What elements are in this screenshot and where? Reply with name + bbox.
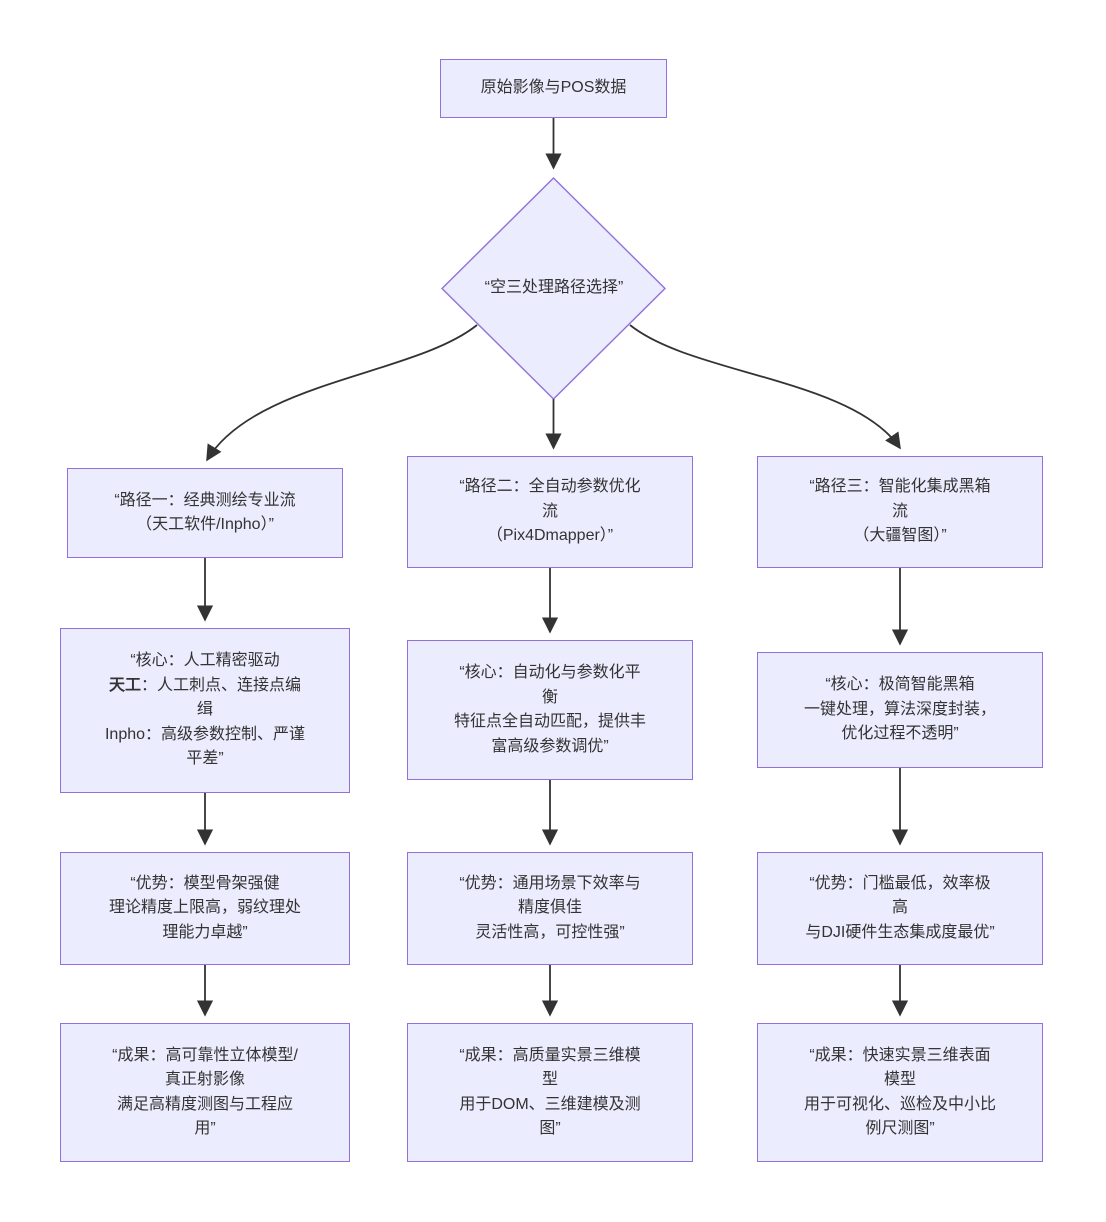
node-line: 特征点全自动匹配，提供丰: [453, 713, 646, 730]
node-line: “成果：高质量实景三维模: [459, 1046, 641, 1064]
node-line: 精度俱佳: [517, 899, 582, 917]
node-line: 型: [541, 1071, 558, 1088]
node-line: “核心：自动化与参数化平: [459, 664, 641, 681]
node-line: 用”: [194, 1120, 216, 1137]
node-res2: “成果：高质量实景三维模 型 用于DOM、三维建模及测 图”: [407, 1023, 693, 1162]
node-line: （天工软件/Inpho）”: [136, 516, 274, 533]
node-core1: “核心：人工精密驱动 天工：人工刺点、连接点编 缉 Inpho：高级参数控制、严…: [60, 628, 350, 793]
node-line: “优势：通用场景下效率与: [459, 874, 641, 892]
node-line: （Pix4Dmapper）”: [486, 527, 614, 545]
node-adv3: “优势：门槛最低，效率极 高 与DJI硬件生态集成度最优”: [757, 852, 1043, 965]
node-line: 用于可视化、巡检及中小比: [803, 1095, 996, 1113]
node-core2: “核心：自动化与参数化平 衡 特征点全自动匹配，提供丰 富高级参数调优”: [407, 640, 693, 780]
node-line: 真正射影像: [164, 1071, 245, 1088]
node-core3: “核心：极简智能黑箱 一键处理，算法深度封装， 优化过程不透明”: [757, 652, 1043, 768]
node-res3: “成果：快速实景三维表面 模型 用于可视化、巡检及中小比 例尺测图”: [757, 1023, 1043, 1162]
node-line: “成果：高可靠性立体模型/: [112, 1046, 298, 1064]
bold-text: 天工: [108, 676, 141, 694]
node-line: 优化过程不透明”: [841, 725, 959, 743]
node-path2-auto-param: “路径二：全自动参数优化 流 （Pix4Dmapper）”: [407, 456, 693, 568]
node-line: （大疆智图）”: [853, 527, 947, 545]
node-line: “成果：快速实景三维表面: [809, 1046, 991, 1064]
node-line: Inpho：高级参数控制、严谨: [104, 725, 306, 743]
node-line: 图”: [539, 1120, 561, 1137]
node-line: 模型: [883, 1071, 916, 1088]
node-decision-label: “空三处理路径选择”: [484, 278, 624, 296]
node-adv1: “优势：模型骨架强健 理论精度上限高，弱纹理处 理能力卓越”: [60, 852, 350, 965]
node-path1-classic-survey: “路径一：经典测绘专业流 （天工软件/Inpho）”: [67, 468, 343, 558]
node-line-text: ：人工刺点、连接点编: [141, 676, 302, 694]
edge-decision-to-path3: [629, 324, 901, 450]
node-line: “路径三：智能化集成黑箱: [809, 478, 991, 496]
node-line: 流: [891, 502, 908, 520]
node-line: 用于DOM、三维建模及测: [459, 1095, 641, 1113]
node-line: 平差”: [186, 750, 224, 768]
edge-decision-to-path1: [206, 324, 478, 462]
node-start: 原始影像与POS数据: [440, 59, 667, 118]
node-path3-blackbox: “路径三：智能化集成黑箱 流 （大疆智图）”: [757, 456, 1043, 568]
node-line: 流: [541, 502, 558, 520]
node-line: “路径二：全自动参数优化: [459, 478, 641, 496]
node-line: 富高级参数调优”: [491, 737, 609, 755]
node-res1: “成果：高可靠性立体模型/ 真正射影像 满足高精度测图与工程应 用”: [60, 1023, 350, 1162]
node-start-label: 原始影像与POS数据: [480, 79, 627, 97]
node-line: 缉: [196, 701, 213, 719]
node-line: “优势：门槛最低，效率极: [809, 874, 991, 892]
node-line: “路径一：经典测绘专业流: [114, 491, 296, 509]
node-line: “核心：人工精密驱动: [130, 652, 280, 670]
node-line: “核心：极简智能黑箱: [825, 676, 975, 694]
node-adv2: “优势：通用场景下效率与 精度俱佳 灵活性高，可控性强”: [407, 852, 693, 965]
node-line: 与DJI硬件生态集成度最优”: [805, 923, 995, 941]
node-line: 一键处理，算法深度封装，: [803, 700, 996, 718]
node-line: 理论精度上限高，弱纹理处: [108, 899, 301, 917]
node-line: 满足高精度测图与工程应: [116, 1095, 293, 1113]
node-line: 天工：人工刺点、连接点编: [109, 674, 301, 699]
node-line: 理能力卓越”: [162, 923, 248, 941]
node-line: 衡: [541, 688, 558, 706]
node-line: 灵活性高，可控性强”: [475, 923, 625, 941]
node-line: “优势：模型骨架强健: [130, 874, 280, 892]
node-line: 高: [891, 899, 908, 917]
node-line: 例尺测图”: [865, 1120, 935, 1137]
